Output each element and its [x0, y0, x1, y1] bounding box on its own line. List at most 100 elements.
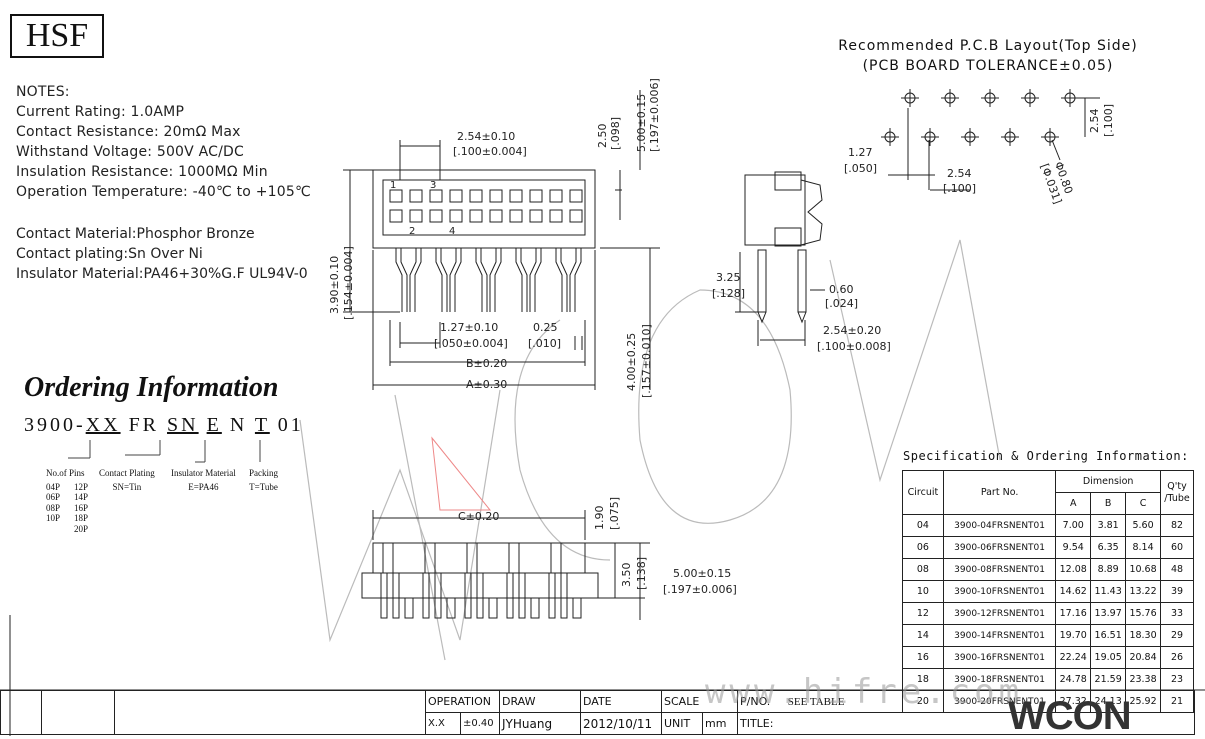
material-line: Contact Material:Phosphor Bronze — [16, 226, 255, 242]
spec-cell: 26 — [1160, 646, 1194, 669]
pn-suffix: 01 — [277, 414, 304, 436]
pcb-title: Recommended P.C.B Layout(Top Side) — [838, 38, 1138, 54]
spec-cell: 82 — [1160, 514, 1194, 537]
tb-date-label: DATE — [580, 690, 662, 713]
pn-fr: FR — [128, 414, 160, 436]
spec-cell: 21.59 — [1090, 668, 1127, 691]
spec-cell: 12 — [902, 602, 944, 625]
pcb-title-block: Recommended P.C.B Layout(Top Side) (PCB … — [818, 36, 1158, 76]
contact-upper — [509, 189, 523, 203]
spec-cell: 8.89 — [1090, 558, 1127, 581]
front-pin — [454, 248, 462, 312]
pcb-127: 1.27 — [848, 146, 873, 159]
pin-option: 20P — [74, 523, 89, 534]
tb-cell-empty — [114, 690, 426, 735]
bottom-pins — [380, 542, 582, 619]
front-pin — [515, 248, 523, 312]
spec-cell: 29 — [1160, 624, 1194, 647]
note-line: Current Rating: 1.0AMP — [16, 104, 185, 120]
spec-cell: 39 — [1160, 580, 1194, 603]
tb-part-no: P/NO. SEE TABLE — [737, 690, 1195, 713]
front-pin — [534, 248, 542, 312]
tb-xx: X.X — [425, 712, 461, 735]
contact-upper — [569, 189, 583, 203]
materials-block: Contact Material:Phosphor Bronze Contact… — [16, 224, 308, 284]
pcb-254-v-in: [.100] — [1102, 103, 1115, 137]
col-dimension: Dimension — [1055, 470, 1162, 493]
front-pin — [480, 248, 488, 312]
contact-upper — [529, 189, 543, 203]
col-part: Part No. — [942, 470, 1057, 515]
bottom-pin — [548, 572, 556, 619]
spec-cell: 3900-14FRSNENT01 — [942, 624, 1057, 647]
dim-060: 0.60 — [829, 283, 854, 296]
spec-cell: 16.51 — [1090, 624, 1127, 647]
pin-option: 08P — [46, 502, 61, 513]
spec-cell: 17.16 — [1055, 602, 1092, 625]
bottom-pin — [434, 572, 442, 619]
tb-tol: ±0.40 — [460, 712, 500, 735]
spec-cell: 9.54 — [1055, 536, 1092, 559]
dim-025-in: [.010] — [528, 337, 562, 350]
dim-500-b-in: [.197±0.006] — [663, 583, 737, 596]
bottom-pin — [506, 572, 514, 619]
bottom-pin — [404, 597, 414, 619]
bottom-pin — [422, 572, 430, 619]
spec-cell: 6.35 — [1090, 536, 1127, 559]
bottom-pin — [464, 572, 472, 619]
pins-title: No.of Pins — [46, 468, 85, 478]
part-number-pattern: 3900-XX FR SN E N T 01 — [24, 414, 304, 437]
watermark-triangle — [431, 436, 492, 511]
pn-pins: XX — [85, 414, 121, 436]
pin-option: 10P — [46, 513, 61, 523]
front-contacts — [389, 189, 583, 223]
spec-cell: 10.68 — [1125, 558, 1162, 581]
dim-500-v-in: [.197±0.006] — [648, 78, 661, 152]
plating-legend: Contact Plating SN=Tin — [99, 468, 155, 492]
spec-cell: 08 — [902, 558, 944, 581]
pin-option: 18P — [74, 513, 89, 523]
dim-400-in: [.157±0.010] — [640, 324, 653, 398]
dim-pitch-top-in: [.100±0.004] — [453, 145, 527, 158]
dim-325-in: [.128] — [712, 287, 746, 300]
dim-127: 1.27±0.10 — [440, 321, 499, 334]
bottom-latch — [382, 542, 394, 574]
watermark-url: www.hifre.com — [705, 672, 1024, 712]
dim-b: B±0.20 — [466, 357, 508, 370]
ordering-title: Ordering Information — [24, 372, 279, 403]
pcb-holes — [881, 89, 1079, 146]
contact-lower — [389, 209, 403, 223]
spec-cell: 10 — [902, 580, 944, 603]
dim-390-in: [.154±0.004] — [342, 246, 355, 320]
bottom-latch — [508, 542, 520, 574]
bottom-latch — [424, 542, 436, 574]
spec-cell: 18.30 — [1125, 624, 1162, 647]
spec-cell: 11.43 — [1090, 580, 1127, 603]
tb-drawer: JYHuang — [499, 712, 581, 735]
spec-cell: 14 — [902, 624, 944, 647]
title-block: OPERATION DRAW DATE SCALE P/NO. SEE TABL… — [0, 690, 1195, 735]
front-pins — [395, 248, 582, 312]
front-pin — [395, 248, 403, 312]
spec-cell: 23 — [1160, 668, 1194, 691]
dim-pitch-top: 2.54±0.10 — [457, 130, 516, 143]
front-body-inner — [382, 179, 586, 236]
dim-190: 1.90 — [593, 505, 606, 531]
front-pin — [440, 248, 448, 312]
contact-lower — [429, 209, 443, 223]
spec-cell: 60 — [1160, 536, 1194, 559]
pcb-254-v: 2.54 — [1088, 108, 1101, 134]
bottom-pin — [380, 572, 388, 619]
pcb-127-in: [.050] — [844, 162, 878, 175]
spec-cell: 20.84 — [1125, 646, 1162, 669]
front-pin — [449, 248, 457, 312]
pin-option: 06P — [46, 492, 61, 502]
dim-060-in: [.024] — [825, 297, 859, 310]
